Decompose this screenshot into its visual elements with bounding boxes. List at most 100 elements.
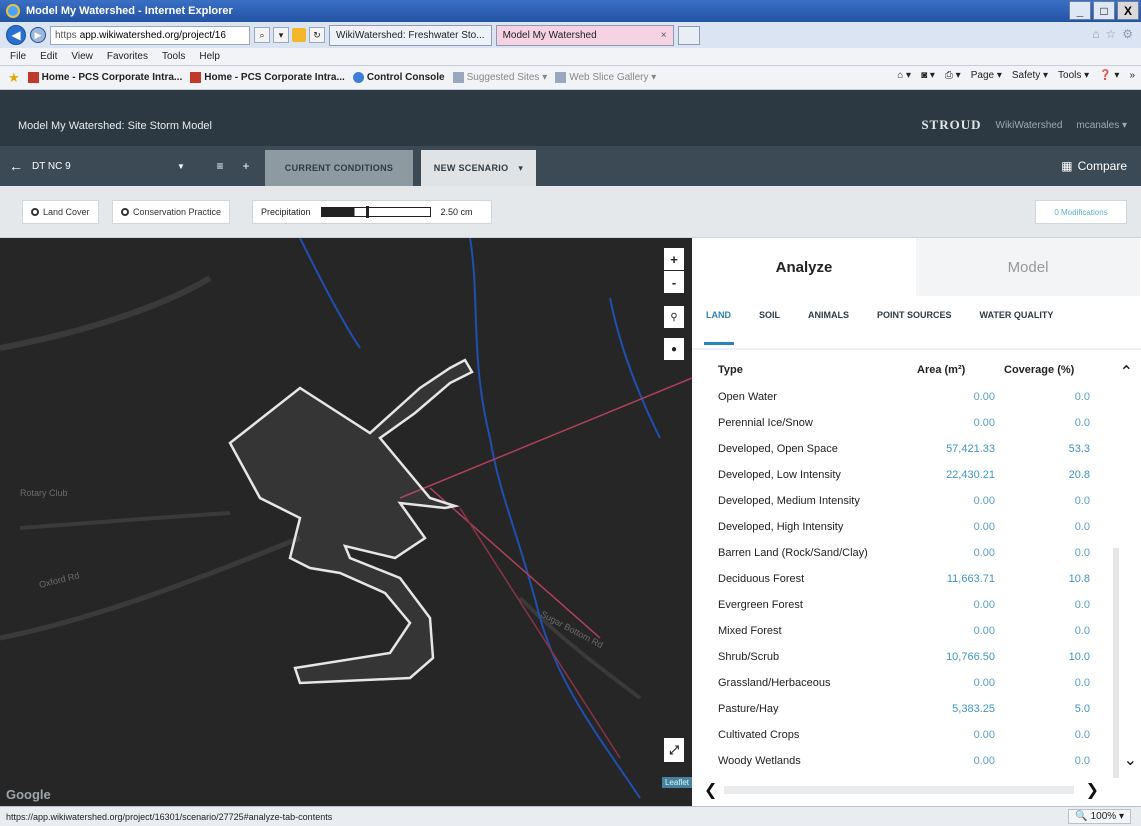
favorites-star-icon[interactable]: ☆ [1105, 27, 1117, 41]
column-header-area[interactable]: Area (m²) [917, 364, 966, 376]
cell-area: 0.00 [973, 495, 995, 507]
precipitation-control: Precipitation 2.50 cm [252, 200, 492, 224]
tab-new-scenario[interactable]: NEW SCENARIO ▾ [421, 150, 536, 186]
forward-button[interactable]: ▶ [30, 27, 46, 43]
favorite-item[interactable]: Home - PCS Corporate Intra... [190, 72, 345, 83]
minimize-button[interactable]: _ [1069, 1, 1091, 20]
tab-animals[interactable]: ANIMALS [808, 310, 850, 320]
help-icon[interactable]: ❓ ▾ [1099, 70, 1120, 81]
close-button[interactable]: X [1117, 1, 1139, 20]
button-label: Land Cover [43, 207, 90, 217]
cell-coverage: 0.0 [1074, 495, 1090, 507]
favorite-item[interactable]: Suggested Sites ▾ [452, 72, 547, 83]
cell-type: Developed, Low Intensity [718, 469, 841, 481]
leaflet-attribution[interactable]: Leaflet [661, 777, 692, 788]
tab-label: WikiWatershed: Freshwater Sto... [336, 29, 485, 41]
command-page[interactable]: Page ▾ [970, 70, 1002, 81]
feed-icon[interactable]: ◙ ▾ [921, 70, 935, 81]
project-name[interactable]: DT NC 9 [32, 160, 71, 172]
site-icon [352, 72, 364, 83]
favorite-item[interactable]: Web Slice Gallery ▾ [555, 72, 656, 83]
zoom-level[interactable]: 🔍 100% ▾ [1068, 809, 1131, 824]
cell-area: 0.00 [973, 729, 995, 741]
scroll-up-icon[interactable]: ⌃ [1119, 364, 1133, 381]
home-icon[interactable]: ⌂ [1092, 27, 1100, 41]
add-scenario-icon[interactable]: + [242, 159, 250, 173]
precipitation-label: Precipitation [261, 207, 311, 217]
column-header-type[interactable]: Type [718, 364, 743, 376]
scroll-right-icon[interactable]: ❯ [1085, 782, 1099, 799]
menu-favorites[interactable]: Favorites [106, 51, 148, 62]
zoom-in-button[interactable]: + [664, 248, 684, 270]
tab-label: CURRENT CONDITIONS [284, 163, 394, 173]
tab-point-sources[interactable]: POINT SOURCES [877, 310, 952, 320]
tab-current-conditions[interactable]: CURRENT CONDITIONS [265, 150, 413, 186]
horizontal-scrollbar[interactable]: ❮ ❯ [704, 780, 1099, 800]
chevron-down-icon[interactable]: ▾ [518, 162, 524, 173]
map[interactable]: Sugar Bottom Rd Oxford Rd Rotary Club + … [0, 238, 692, 806]
column-header-coverage[interactable]: Coverage (%) [1004, 364, 1075, 376]
cell-coverage: 0.0 [1074, 521, 1090, 533]
menu-view[interactable]: View [71, 51, 93, 62]
tab-close-icon[interactable]: × [660, 29, 667, 41]
menu-icon[interactable]: ≡ [216, 159, 224, 173]
command-safety[interactable]: Safety ▾ [1011, 70, 1049, 81]
scroll-down-icon[interactable]: ⌄ [1123, 752, 1137, 769]
fullscreen-icon[interactable]: ⤢ [664, 738, 684, 762]
home-icon[interactable]: ⌂ ▾ [897, 70, 912, 81]
modifications-button[interactable]: 0 Modifications [1035, 200, 1127, 224]
compare-button[interactable]: ▦ Compare [1061, 159, 1127, 173]
back-button[interactable]: ◀ [6, 25, 26, 45]
tab-soil[interactable]: SOIL [759, 310, 781, 320]
tab-water-quality[interactable]: WATER QUALITY [979, 310, 1054, 320]
command-tools[interactable]: Tools ▾ [1058, 70, 1090, 81]
browser-tab-model-my-watershed[interactable]: Model My Watershed × [495, 24, 674, 46]
zoom-out-button[interactable]: - [664, 271, 684, 293]
vertical-scrollbar[interactable] [1113, 548, 1119, 778]
maximize-button[interactable]: □ [1093, 1, 1115, 20]
favorite-item[interactable]: Control Console [352, 72, 445, 83]
search-icon[interactable]: ⌕ [254, 27, 270, 43]
url-input[interactable]: https app.wikiwatershed.org/project/16 [50, 25, 250, 45]
conservation-practice-button[interactable]: Conservation Practice [112, 200, 231, 224]
favorites-star-icon[interactable]: ★ [8, 69, 20, 85]
stroud-logo: STROUD [921, 117, 982, 132]
precipitation-slider[interactable] [320, 206, 431, 218]
refresh-icon[interactable]: ↻ [309, 27, 325, 43]
print-icon[interactable]: ⎙ ▾ [944, 70, 961, 81]
lock-icon[interactable] [292, 28, 306, 42]
dropdown-icon[interactable]: ▾ [273, 27, 289, 43]
scroll-track[interactable] [724, 786, 1074, 794]
menu-bar: File Edit View Favorites Tools Help [0, 48, 1141, 66]
site-icon [27, 72, 39, 83]
scroll-left-icon[interactable]: ❮ [704, 782, 718, 799]
land-cover-button[interactable]: Land Cover [22, 200, 99, 224]
wikiwatershed-link[interactable]: WikiWatershed [995, 119, 1063, 131]
cell-type: Shrub/Scrub [718, 651, 780, 663]
menu-edit[interactable]: Edit [40, 51, 58, 62]
menu-file[interactable]: File [10, 51, 27, 62]
browser-tab-wikiwatershed[interactable]: WikiWatershed: Freshwater Sto... [329, 24, 492, 46]
tab-analyze[interactable]: Analyze [692, 238, 916, 296]
tab-land[interactable]: LAND [704, 310, 734, 345]
new-tab-button[interactable] [677, 25, 700, 45]
favorite-item[interactable]: Home - PCS Corporate Intra... [27, 72, 182, 83]
command-more[interactable]: » [1129, 70, 1135, 81]
back-arrow-icon[interactable]: ← [9, 158, 23, 174]
location-pin-icon[interactable]: ⚲ [664, 306, 684, 328]
tab-label: Model My Watershed [502, 29, 597, 41]
site-icon [452, 72, 464, 83]
cell-coverage: 53.3 [1068, 443, 1090, 455]
site-icon [555, 72, 567, 83]
user-menu[interactable]: mcanales ▾ [1076, 119, 1127, 131]
project-dropdown-icon[interactable]: ▼ [177, 161, 185, 171]
tab-model[interactable]: Model [916, 238, 1140, 296]
menu-tools[interactable]: Tools [161, 51, 186, 62]
layers-icon[interactable]: ● [664, 338, 684, 360]
settings-gear-icon[interactable]: ⚙ [1122, 27, 1133, 41]
menu-help[interactable]: Help [199, 51, 220, 62]
